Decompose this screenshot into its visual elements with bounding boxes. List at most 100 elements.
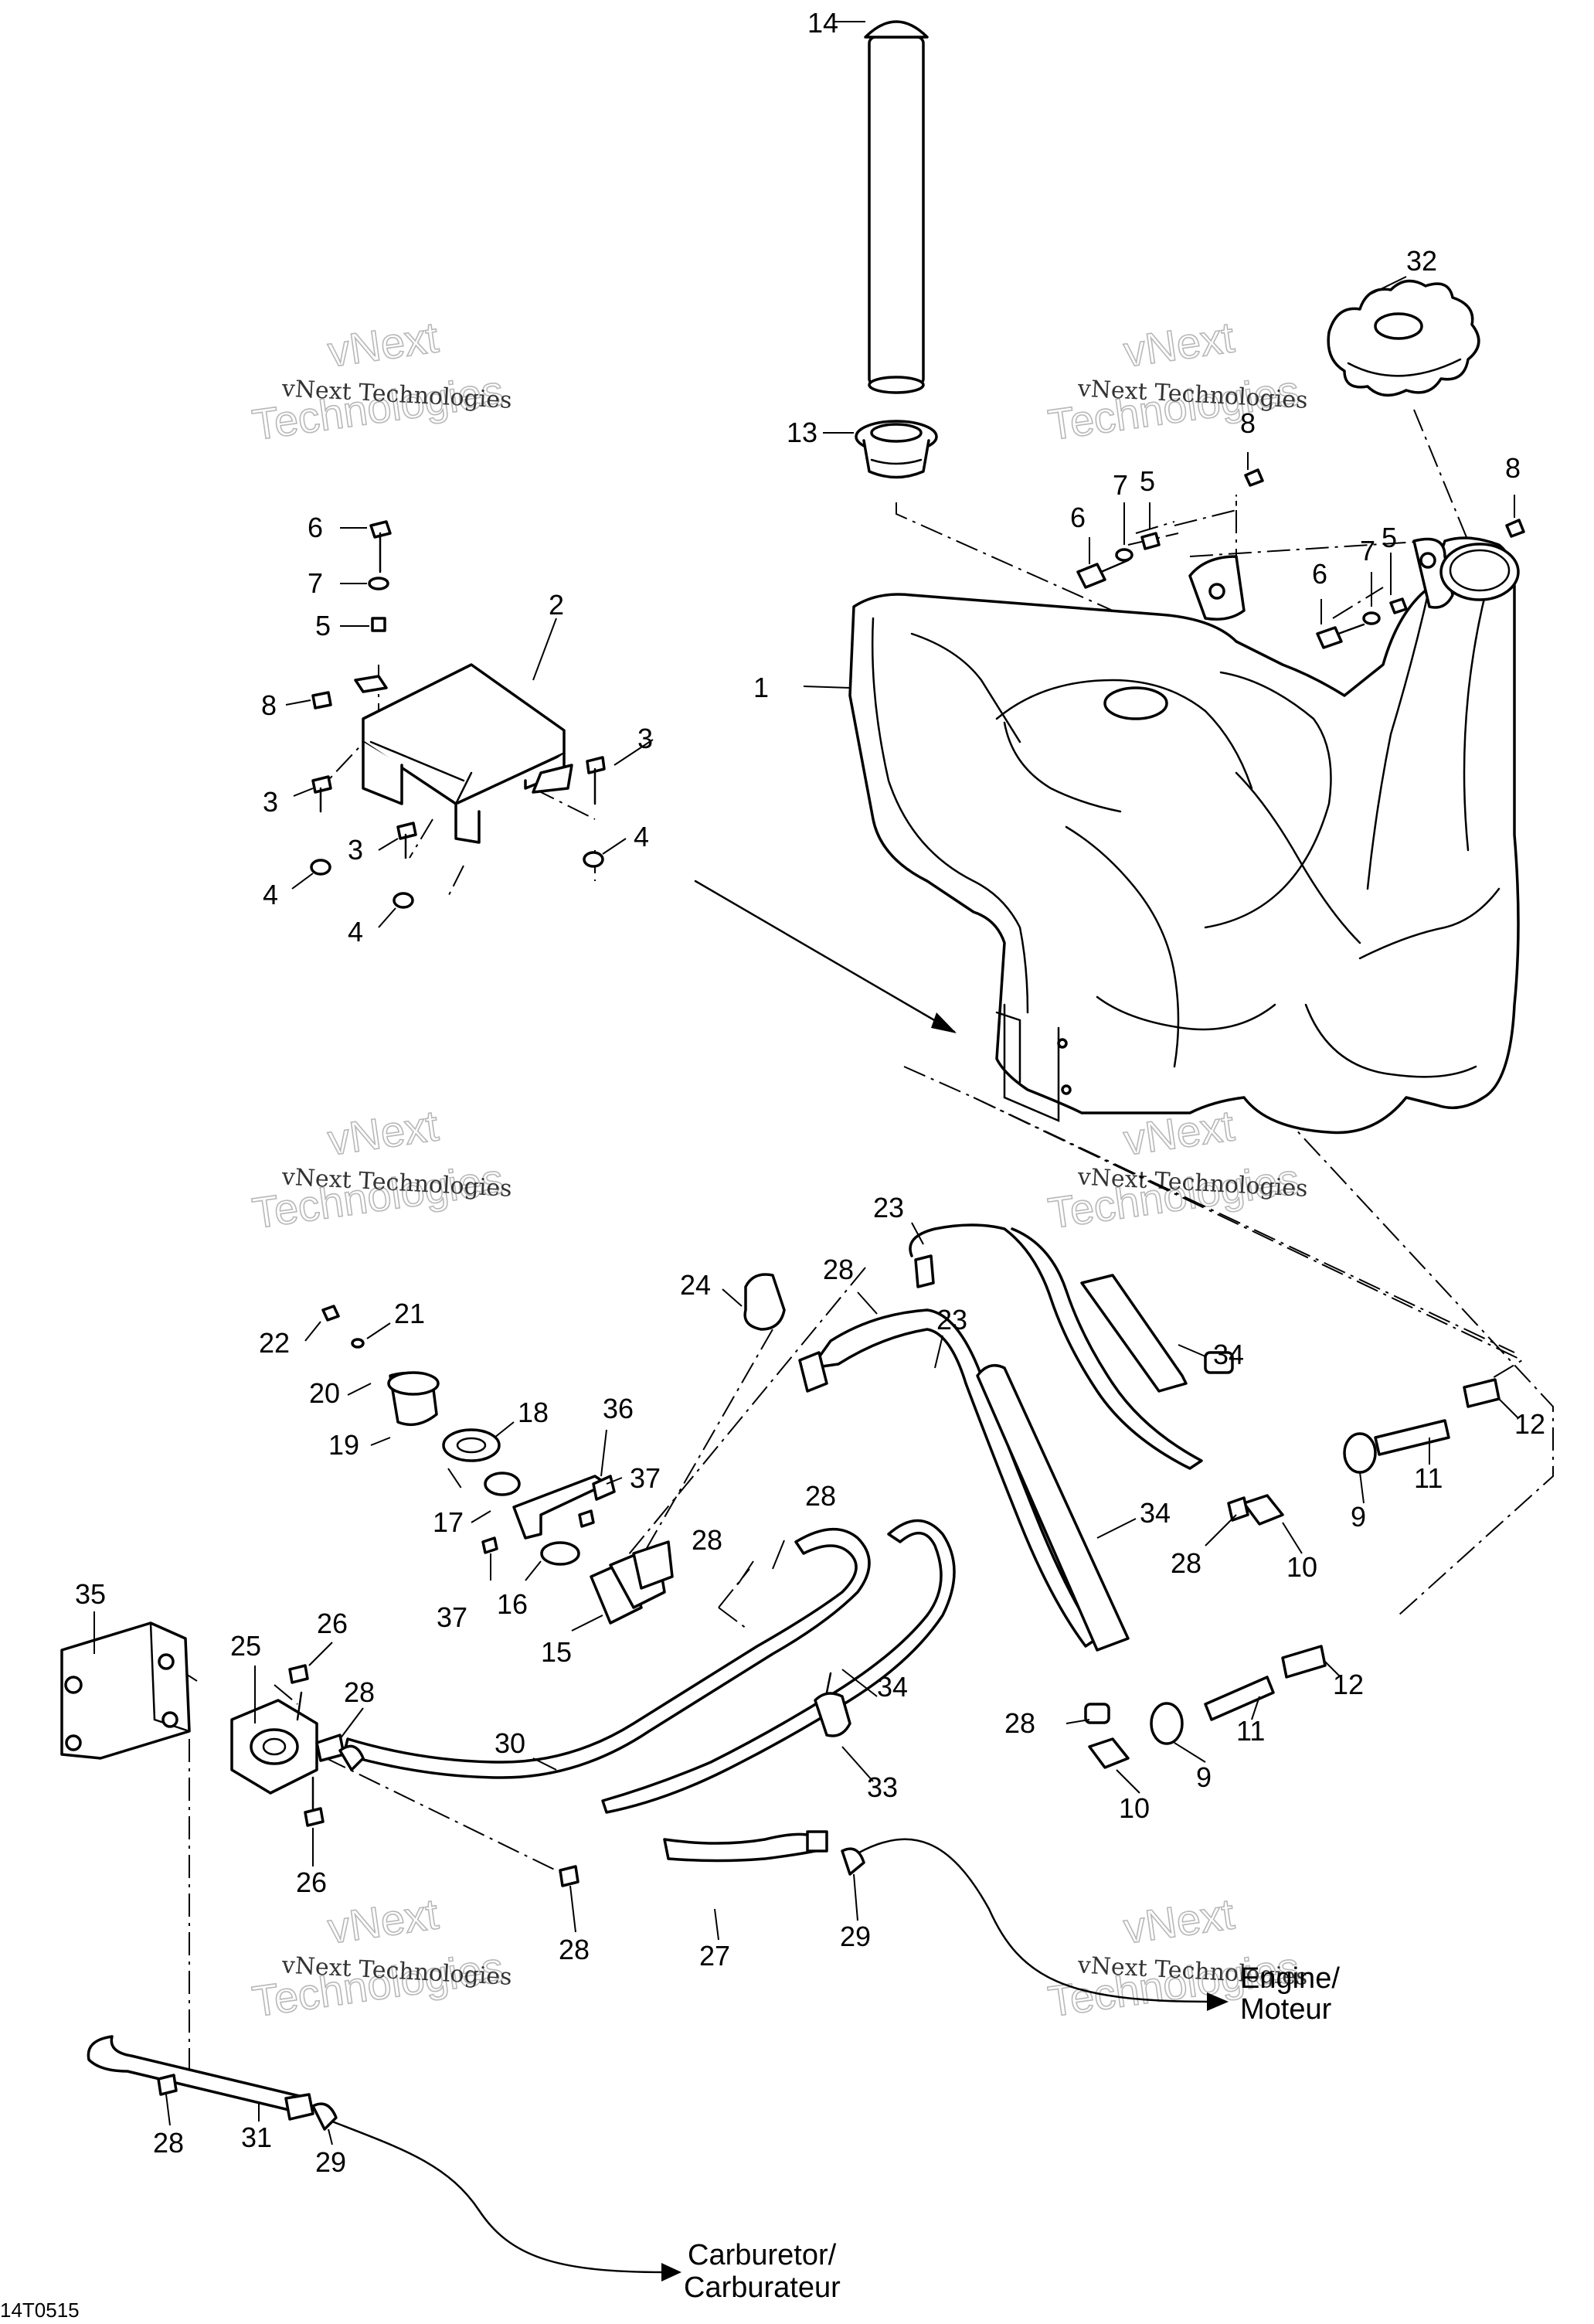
callout-labels: 14 32 13 8 7 5 6 8 7 5 6 6 7 5 2 8 3 3 3…: [75, 7, 1545, 2178]
callout-3: 3: [637, 723, 653, 754]
callout-28: 28: [1171, 1547, 1201, 1579]
callout-7: 7: [308, 567, 323, 599]
callout-15: 15: [541, 1636, 572, 1668]
callout-30: 30: [495, 1727, 525, 1759]
assembly-lines: [154, 409, 1554, 2087]
carburetor-destination-line1: Carburetor/: [688, 2239, 837, 2271]
callout-14: 14: [807, 7, 838, 39]
tank-pointer-arrow: [694, 880, 956, 1033]
watermark-vnext-outline: vNext: [325, 1889, 441, 1952]
callout-29: 29: [840, 1921, 871, 1952]
carburetor-arrowhead: [661, 2263, 681, 2281]
callout-12: 12: [1514, 1408, 1545, 1440]
callout-17: 17: [433, 1506, 464, 1538]
callout-18: 18: [518, 1397, 549, 1428]
watermark-vnext-outline: vNext: [1120, 1889, 1237, 1952]
vent-fittings-upper: [1204, 1351, 1501, 1526]
callout-28: 28: [805, 1480, 836, 1512]
watermark-vnext-outline: vNext: [325, 312, 441, 376]
tap-feed-line-b: [625, 1329, 773, 1585]
tap-outlet-line: [718, 1568, 750, 1632]
callout-28: 28: [559, 1934, 590, 1965]
engine-arrowhead: [1207, 1992, 1229, 2011]
callout-7: 7: [1360, 535, 1375, 567]
callout-6: 6: [1312, 558, 1327, 590]
callout-28: 28: [153, 2127, 184, 2159]
callout-23: 23: [936, 1304, 967, 1336]
callout-1: 1: [753, 672, 769, 703]
callout-34: 34: [877, 1671, 908, 1703]
callout-20: 20: [309, 1377, 340, 1409]
destination-labels: Engine/ Moteur Carburetor/ Carburateur: [684, 1962, 1340, 2304]
callout-28: 28: [344, 1676, 375, 1708]
cap-hardware-line: [1174, 495, 1430, 557]
heat-shield-mount-lines: [409, 788, 596, 897]
vent-fittings-lower: [1084, 1645, 1327, 1769]
cap-axis-line: [1413, 409, 1469, 542]
callout-8: 8: [1240, 407, 1256, 439]
callout-7: 7: [1113, 469, 1128, 501]
callout-3: 3: [348, 834, 363, 866]
watermark: Technologies vNext vNext Technologies: [249, 1889, 513, 2027]
tap-feed-line: [610, 1267, 866, 1577]
callout-9: 9: [1351, 1501, 1366, 1533]
callout-26: 26: [317, 1608, 348, 1639]
callout-5: 5: [315, 610, 331, 641]
callout-28: 28: [1004, 1707, 1035, 1739]
heat-shield: [354, 663, 573, 844]
bracket-screw-line: [447, 1468, 464, 1492]
callout-4: 4: [348, 916, 363, 948]
callout-28: 28: [823, 1254, 854, 1285]
callout-34: 34: [1140, 1497, 1171, 1529]
callout-35: 35: [75, 1578, 106, 1610]
engine-destination-line1: Engine/: [1240, 1962, 1340, 1995]
callout-33: 33: [867, 1771, 898, 1803]
callout-25: 25: [230, 1630, 261, 1662]
callout-28: 28: [692, 1524, 722, 1556]
callout-36: 36: [603, 1393, 634, 1424]
callout-22: 22: [259, 1327, 290, 1359]
tank-pointer-arrowhead: [931, 1012, 957, 1033]
bolt-line-a: [1127, 521, 1179, 546]
tank-outlet-line-b: [973, 1097, 1524, 1384]
callout-6: 6: [1070, 502, 1086, 533]
heat-shield-hardware: [310, 520, 606, 909]
callout-21: 21: [394, 1298, 425, 1329]
filler-neck-axis-line: [896, 502, 1113, 611]
carburetor-route-line: [331, 2120, 666, 2274]
tank-outlet-line-a: [903, 1066, 1515, 1353]
callout-26: 26: [296, 1866, 327, 1898]
callout-9: 9: [1196, 1761, 1212, 1793]
callout-24: 24: [680, 1269, 711, 1301]
callout-29: 29: [315, 2146, 346, 2178]
watermark: Technologies vNext vNext Technologies: [249, 312, 513, 451]
fuel-cap: [1327, 279, 1480, 397]
callout-13: 13: [787, 417, 817, 448]
callout-27: 27: [699, 1940, 730, 1972]
fuel-hoses: [87, 1223, 1203, 2121]
watermark: Technologies vNext vNext Technologies: [1045, 312, 1309, 451]
callout-4: 4: [634, 821, 649, 852]
fuel-tank: [848, 536, 1520, 1135]
callout-8: 8: [1505, 452, 1521, 484]
watermark-vnext-outline: vNext: [325, 1101, 441, 1164]
callout-31: 31: [241, 2122, 272, 2153]
callout-32: 32: [1406, 245, 1437, 277]
hardware-tank-top: [1076, 468, 1525, 649]
callout-6: 6: [308, 512, 323, 543]
callout-8: 8: [261, 689, 277, 721]
hose-clamps: [743, 1273, 851, 1737]
watermark: Technologies vNext vNext Technologies: [1045, 1101, 1309, 1239]
callout-leaders: [93, 21, 1519, 2145]
callout-4: 4: [263, 879, 278, 910]
callout-11: 11: [1414, 1462, 1443, 1494]
callout-10: 10: [1119, 1792, 1150, 1824]
callout-37: 37: [437, 1601, 467, 1633]
callout-2: 2: [549, 589, 564, 621]
vent-line: [1251, 1081, 1554, 1616]
callout-10: 10: [1286, 1551, 1317, 1583]
callout-16: 16: [497, 1588, 528, 1620]
fuel-pump-assembly: [60, 1621, 865, 2131]
